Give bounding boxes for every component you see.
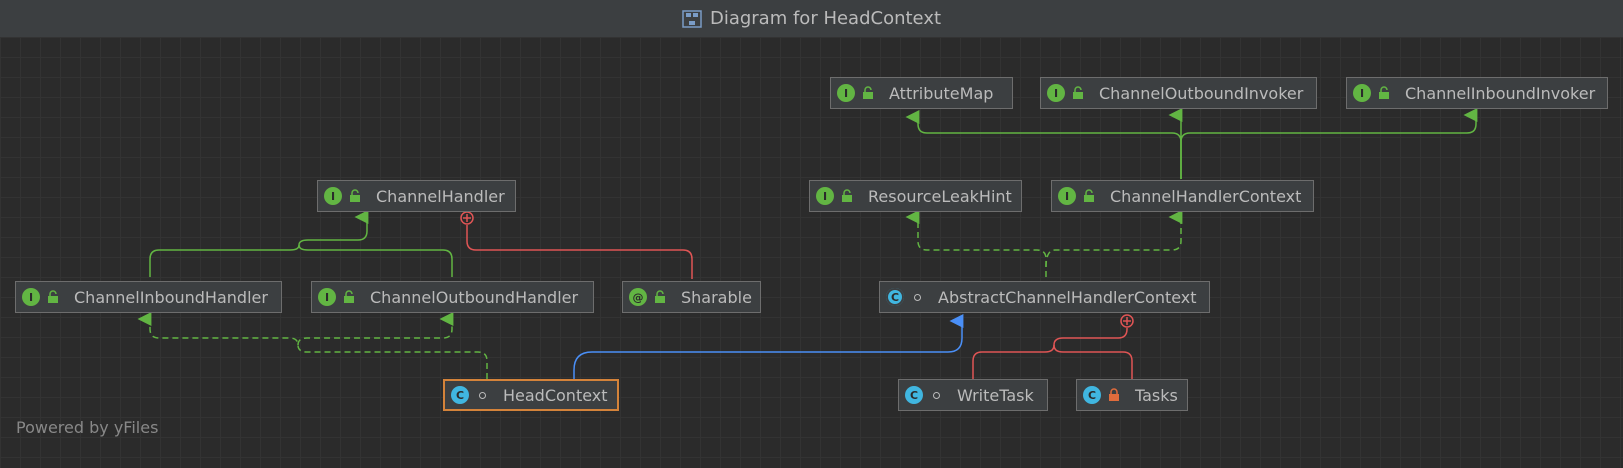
public-lock-icon: [342, 288, 356, 306]
edge-context-extends-invokers: [905, 108, 1478, 179]
node-label: WriteTask: [957, 385, 1034, 405]
package-private-icon: [475, 386, 489, 404]
package-private-icon: [929, 386, 943, 404]
node-channel-outbound-handler[interactable]: I ChannelOutboundHandler: [311, 281, 594, 313]
node-label: AbstractChannelHandlerContext: [938, 287, 1197, 307]
node-label: ChannelHandler: [376, 186, 505, 206]
node-label: HeadContext: [503, 385, 608, 405]
window-title: Diagram for HeadContext: [709, 8, 942, 29]
diagram-icon: [682, 9, 702, 28]
class-icon: C: [905, 386, 923, 404]
node-label: ChannelOutboundInvoker: [1099, 83, 1304, 103]
node-label: ChannelInboundHandler: [74, 287, 268, 307]
node-resource-leak-hint[interactable]: I ResourceLeakHint: [809, 180, 1022, 212]
package-private-icon: [910, 288, 924, 306]
edge-tasks-inner-of-abstract: [972, 314, 1134, 379]
private-lock-icon: [1107, 386, 1121, 404]
public-lock-icon: [840, 187, 854, 205]
interface-icon: I: [22, 288, 40, 306]
interface-icon: I: [837, 84, 855, 102]
diagram-edges: [137, 108, 1478, 379]
node-label: ChannelInboundInvoker: [1405, 83, 1596, 103]
window-titlebar: Diagram for HeadContext: [0, 0, 1623, 38]
diagram-canvas[interactable]: I AttributeMap I ChannelOutboundInvoker …: [0, 37, 1623, 468]
node-label: ResourceLeakHint: [868, 186, 1012, 206]
public-lock-icon: [348, 187, 362, 205]
node-label: Sharable: [681, 287, 752, 307]
interface-icon: I: [324, 187, 342, 205]
edge-sharable-inner-of-channelhandler: [460, 211, 693, 279]
public-lock-icon: [653, 288, 667, 306]
node-channel-handler-context[interactable]: I ChannelHandlerContext: [1051, 180, 1314, 212]
node-channel-inbound-invoker[interactable]: I ChannelInboundInvoker: [1346, 77, 1608, 109]
node-label: Tasks: [1135, 385, 1178, 405]
abstract-class-icon: C: [886, 288, 904, 306]
node-write-task[interactable]: C WriteTask: [898, 379, 1048, 411]
node-sharable[interactable]: @ Sharable: [622, 281, 761, 313]
node-attribute-map[interactable]: I AttributeMap: [830, 77, 1013, 109]
node-channel-inbound-handler[interactable]: I ChannelInboundHandler: [15, 281, 282, 313]
public-lock-icon: [1082, 187, 1096, 205]
node-head-context[interactable]: C HeadContext: [443, 379, 619, 411]
node-label: ChannelHandlerContext: [1110, 186, 1302, 206]
interface-icon: I: [816, 187, 834, 205]
node-label: AttributeMap: [889, 83, 994, 103]
public-lock-icon: [1377, 84, 1391, 102]
public-lock-icon: [46, 288, 60, 306]
class-icon: C: [1083, 386, 1101, 404]
node-channel-handler[interactable]: I ChannelHandler: [317, 180, 516, 212]
interface-icon: I: [318, 288, 336, 306]
class-icon: C: [451, 386, 469, 404]
node-tasks[interactable]: C Tasks: [1076, 379, 1188, 411]
node-abstract-channel-handler-context[interactable]: C AbstractChannelHandlerContext: [879, 281, 1210, 313]
node-channel-outbound-invoker[interactable]: I ChannelOutboundInvoker: [1040, 77, 1317, 109]
interface-icon: I: [1353, 84, 1371, 102]
edge-headcontext-extends-abstract: [573, 314, 964, 379]
annotation-icon: @: [629, 288, 647, 306]
interface-icon: I: [1047, 84, 1065, 102]
public-lock-icon: [1071, 84, 1085, 102]
interface-icon: I: [1058, 187, 1076, 205]
public-lock-icon: [861, 84, 875, 102]
node-label: ChannelOutboundHandler: [370, 287, 579, 307]
watermark: Powered by yFiles: [16, 418, 159, 437]
edge-abstract-implements: [917, 217, 1182, 277]
edge-handlers-extend-channelhandler: [149, 210, 453, 277]
edge-headcontext-implements: [149, 319, 488, 379]
